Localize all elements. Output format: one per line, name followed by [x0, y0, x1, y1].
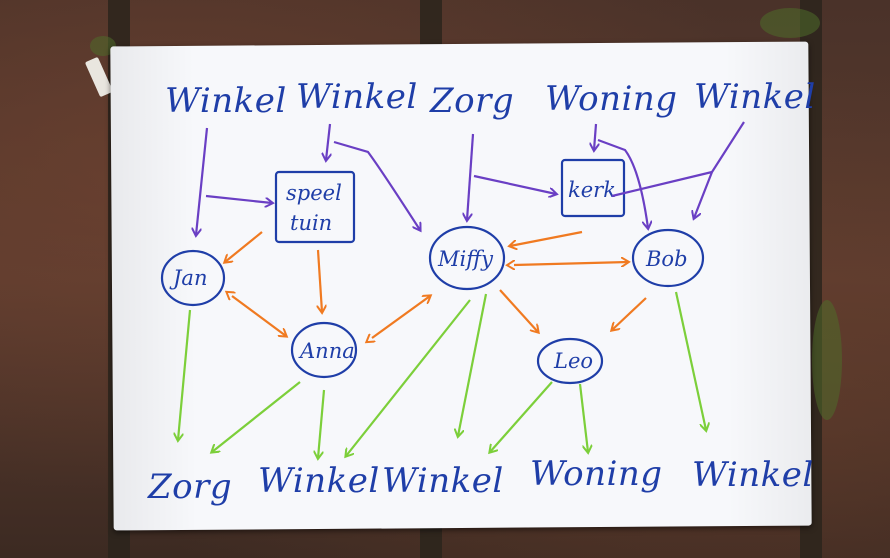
- leo-label: Leo: [553, 349, 593, 373]
- miffy-node: [428, 225, 506, 291]
- speeltuin-box: [274, 170, 356, 244]
- orange-arrow: [225, 231, 263, 262]
- green-arrow: [490, 381, 553, 452]
- purple-arrow: [196, 127, 209, 235]
- orange-arrow: [499, 289, 538, 332]
- green-arrow: [346, 299, 471, 456]
- orange-arrow: [514, 262, 628, 265]
- miffy-label: Miffy: [437, 247, 494, 271]
- orange-arrow: [612, 297, 647, 330]
- purple-arrow: [467, 133, 475, 220]
- bottom-label: Winkel: [382, 461, 504, 501]
- top-label: Woning: [545, 79, 678, 119]
- kerk-label: kerk: [568, 178, 616, 202]
- moss-patch: [760, 8, 820, 38]
- speeltuin-label-line2: tuin: [290, 211, 332, 235]
- jan-node: [160, 249, 226, 307]
- bob-node: [631, 228, 705, 288]
- green-arrow: [212, 381, 301, 452]
- top-label: Winkel: [296, 77, 418, 117]
- purple-arrow: [333, 140, 420, 230]
- top-label: Winkel: [694, 77, 816, 117]
- moss-patch: [812, 300, 842, 420]
- top-label: Winkel: [165, 81, 287, 121]
- green-arrows: [178, 291, 706, 458]
- green-arrow: [578, 383, 588, 452]
- purple-arrow: [205, 194, 272, 203]
- purple-arrow: [326, 123, 330, 160]
- purple-arrow: [597, 138, 648, 228]
- orange-arrow: [372, 296, 430, 338]
- purple-arrow: [473, 174, 556, 194]
- green-arrow: [318, 389, 326, 458]
- green-arrow: [458, 293, 488, 436]
- anna-node: [290, 321, 358, 379]
- purple-arrow: [694, 121, 745, 218]
- bottom-label: Zorg: [147, 467, 232, 507]
- purple-arrow: [594, 123, 596, 150]
- bottom-label: Winkel: [258, 461, 380, 501]
- kerk-box: [560, 158, 626, 218]
- jan-label: Jan: [169, 266, 207, 290]
- bottom-label: Woning: [530, 454, 663, 494]
- orange-arrow: [232, 296, 286, 336]
- green-arrow: [674, 291, 706, 430]
- orange-arrows: [225, 230, 647, 338]
- moss-patch: [90, 36, 116, 56]
- bob-label: Bob: [645, 247, 688, 271]
- speeltuin-label-line1: speel: [286, 181, 342, 205]
- anna-label: Anna: [298, 339, 355, 363]
- purple-arrows: [196, 121, 745, 235]
- green-arrow: [178, 309, 192, 440]
- top-label: Zorg: [429, 81, 514, 121]
- orange-arrow: [318, 249, 322, 312]
- leo-node: [536, 337, 604, 385]
- purple-arrow: [611, 170, 713, 198]
- bottom-label: Winkel: [692, 455, 814, 495]
- orange-arrow: [510, 230, 583, 246]
